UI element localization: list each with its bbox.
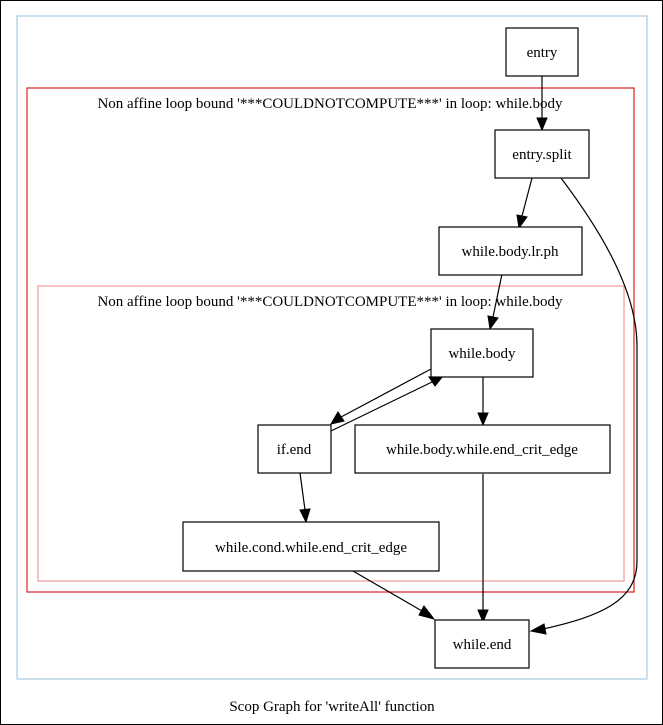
outer-region-label: Non affine loop bound '***COULDNOTCOMPUT…	[97, 96, 563, 112]
node-while-body-while-end-crit-edge-label: while.body.while.end_crit_edge	[386, 442, 578, 458]
outer-cluster-box	[16, 15, 648, 680]
arrowhead	[529, 623, 547, 635]
node-while-body-label: while.body	[448, 346, 516, 362]
arrowhead	[487, 315, 499, 331]
graph-caption: Scop Graph for 'writeAll' function	[229, 699, 435, 715]
inner-region-box	[37, 285, 625, 582]
arrowhead	[299, 508, 311, 524]
edge-if-end-to-cond-crit	[299, 472, 306, 511]
node-if-end[interactable]: if.end	[257, 424, 332, 474]
outer-region-box	[26, 87, 635, 593]
node-entry-label: entry	[527, 45, 558, 61]
node-while-body[interactable]: while.body	[430, 328, 534, 378]
arrowhead	[477, 412, 489, 427]
node-while-body-lr-ph[interactable]: while.body.lr.ph	[438, 226, 583, 276]
node-while-body-lr-ph-label: while.body.lr.ph	[462, 244, 559, 260]
node-while-cond-while-end-crit-edge-label: while.cond.while.end_crit_edge	[215, 540, 407, 556]
node-entry[interactable]: entry	[505, 27, 579, 77]
arrowhead	[477, 609, 489, 624]
node-entry-split[interactable]: entry.split	[494, 129, 590, 179]
edge-entry-split-to-while-end	[542, 177, 638, 630]
node-while-end[interactable]: while.end	[434, 619, 530, 669]
node-entry-split-label: entry.split	[512, 147, 572, 163]
node-while-body-while-end-crit-edge[interactable]: while.body.while.end_crit_edge	[354, 424, 611, 474]
node-if-end-label: if.end	[277, 442, 312, 458]
edge-lr-ph-to-while-body	[492, 273, 503, 318]
arrowhead	[418, 605, 436, 620]
arrowhead	[516, 214, 528, 230]
edge-while-body-to-if-end	[340, 368, 432, 418]
edges	[299, 76, 638, 635]
node-while-cond-while-end-crit-edge[interactable]: while.cond.while.end_crit_edge	[182, 521, 440, 572]
edge-cond-crit-to-while-end	[352, 570, 423, 612]
edge-entry-split-to-lr-ph	[521, 177, 533, 217]
node-while-end-label: while.end	[453, 637, 512, 653]
arrowhead	[536, 117, 548, 132]
arrowhead	[329, 411, 345, 425]
inner-region-label: Non affine loop bound '***COULDNOTCOMPUT…	[97, 294, 563, 310]
edge-if-end-to-while-body	[330, 381, 433, 432]
